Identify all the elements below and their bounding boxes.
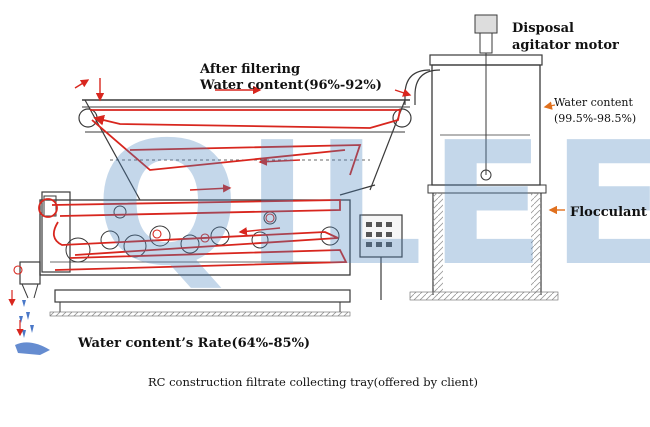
agitator-motor-label-line2: agitator motor [512, 38, 619, 53]
flow-arrows [74, 78, 412, 236]
filtrate-tray-caption: RC construction filtrate collecting tray… [148, 375, 478, 389]
sludge-flow-path [38, 109, 402, 271]
filtrate-drip [15, 300, 50, 355]
stage-markers [13, 213, 275, 275]
tank-water-content-line2: (99.5%-98.5%) [554, 112, 637, 125]
flocculant-label: Flocculant [570, 205, 647, 220]
tank-water-content-label: Water content (99.5%-98.5%) [554, 95, 636, 127]
after-filtering-label-line2: Water content(96%-92%) [200, 78, 382, 93]
press-roller-section [39, 184, 376, 276]
inlet-hopper [19, 261, 41, 299]
after-filtering-label-line1: After filtering [200, 62, 301, 77]
cake-water-content-label: Water content’s Rate(64%-85%) [78, 336, 311, 351]
gravity-belt-section [78, 99, 412, 201]
drip-arrows [8, 290, 24, 337]
control-panel [359, 214, 403, 300]
base-frame [49, 289, 351, 317]
agitator-motor-label-line1: Disposal [512, 21, 574, 36]
label-pointers [543, 101, 565, 215]
agitator-motor-label: Disposal agitator motor [512, 20, 619, 54]
after-filtering-label: After filtering Water content(96%-92%) [200, 62, 382, 94]
mixing-tank [404, 14, 559, 301]
tank-water-content-line1: Water content [554, 96, 633, 109]
